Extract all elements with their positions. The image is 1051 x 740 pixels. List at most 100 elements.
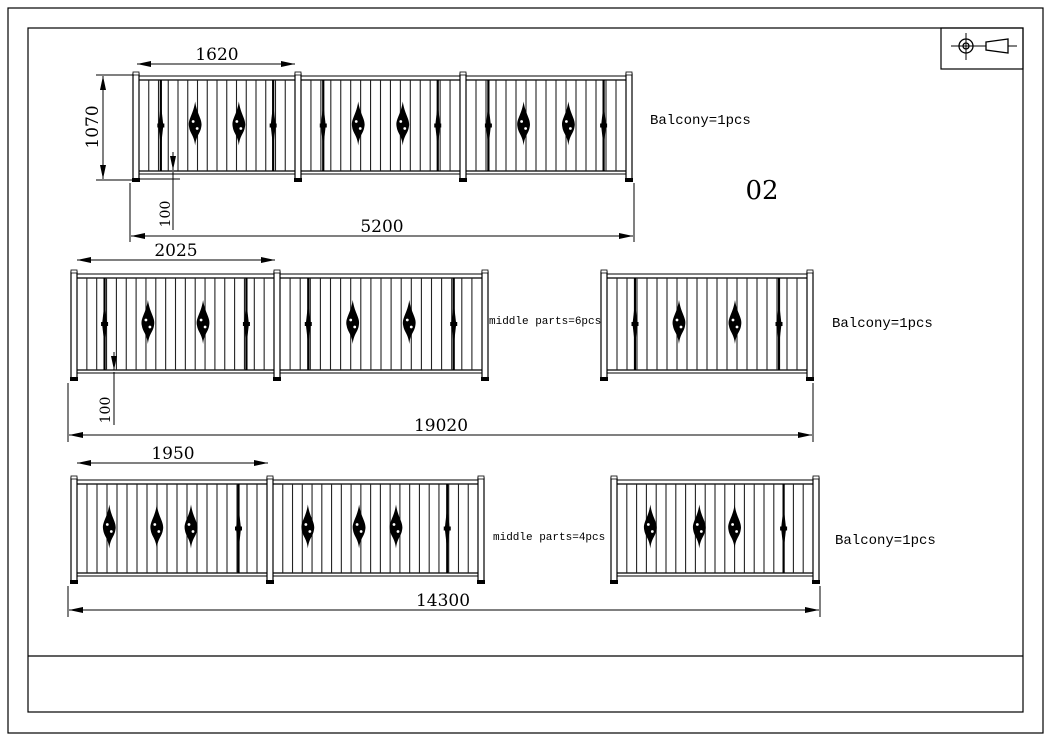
fence-panel bbox=[466, 75, 626, 175]
ornament-leaf bbox=[346, 300, 360, 344]
post-cap bbox=[273, 269, 281, 274]
fence-panel bbox=[607, 273, 807, 374]
sheet-number: 02 bbox=[745, 176, 778, 206]
fence-panel bbox=[139, 75, 295, 175]
dim-top-ground-gap: 100 bbox=[140, 152, 180, 230]
post-base bbox=[600, 377, 608, 381]
ornament-leaf bbox=[672, 300, 686, 344]
post-base bbox=[610, 580, 618, 584]
fence-drawings bbox=[70, 71, 820, 584]
fence-panel bbox=[77, 273, 274, 374]
baluster-knot bbox=[775, 322, 783, 326]
post-base bbox=[294, 178, 302, 182]
ornament-hole bbox=[359, 530, 363, 533]
post-cap bbox=[132, 71, 140, 76]
ornament-leaf bbox=[141, 300, 155, 344]
ornament-hole bbox=[304, 523, 308, 526]
fence-post bbox=[294, 73, 302, 182]
baluster-knot bbox=[631, 322, 639, 326]
ornament-hole bbox=[675, 318, 679, 322]
post-cap bbox=[70, 269, 78, 274]
ornament-hole bbox=[191, 530, 195, 533]
baluster-knot bbox=[269, 123, 277, 128]
ornament-hole bbox=[235, 120, 239, 123]
post-base bbox=[132, 178, 140, 182]
dim-label: 5200 bbox=[360, 217, 403, 237]
ornament-leaf bbox=[402, 300, 416, 344]
ornament-hole bbox=[355, 523, 359, 526]
ornament-hole bbox=[403, 127, 407, 130]
post-base bbox=[812, 580, 820, 584]
fence-panel bbox=[617, 479, 813, 577]
post-cap bbox=[812, 475, 820, 480]
fence-post bbox=[610, 477, 618, 584]
ornament-leaf bbox=[396, 101, 410, 146]
post-base bbox=[459, 178, 467, 182]
fence-post bbox=[70, 271, 78, 381]
ornament-hole bbox=[396, 530, 400, 533]
ornament-hole bbox=[735, 530, 738, 533]
fence-panel bbox=[273, 479, 478, 577]
ornament-hole bbox=[405, 318, 409, 322]
fence-post bbox=[459, 73, 467, 182]
ornament-leaf bbox=[351, 101, 365, 146]
post-base bbox=[70, 377, 78, 381]
ornament-hole bbox=[524, 127, 527, 130]
ornament-hole bbox=[144, 318, 148, 322]
dim-label: 14300 bbox=[416, 591, 470, 611]
baluster-knot bbox=[319, 123, 327, 128]
dim-top-total: 5200 bbox=[129, 183, 635, 242]
ornament-leaf bbox=[196, 300, 210, 344]
ornament-leaf bbox=[188, 101, 202, 146]
dim-label: 2025 bbox=[154, 241, 197, 261]
ornament-hole bbox=[731, 523, 734, 526]
dim-middle-ground-gap: 100 bbox=[98, 352, 117, 425]
dim-label: 100 bbox=[158, 201, 174, 228]
dim-middle-total: 19020 bbox=[67, 383, 814, 442]
ornament-hole bbox=[354, 120, 358, 123]
ornament-hole bbox=[349, 318, 353, 322]
dim-bottom-panel-width: 1950 bbox=[77, 444, 268, 466]
ornament-hole bbox=[109, 530, 113, 533]
baluster-knot bbox=[484, 123, 492, 128]
baluster-knot bbox=[242, 322, 250, 326]
ornament-leaf bbox=[728, 300, 742, 344]
baluster-knot bbox=[101, 322, 109, 326]
baluster-knot bbox=[450, 322, 458, 326]
fence-section bbox=[70, 269, 489, 381]
ornament-leaf bbox=[728, 504, 742, 549]
ornament-hole bbox=[195, 127, 199, 130]
dim-middle-panel-width: 2025 bbox=[77, 241, 275, 263]
dim-label: 1950 bbox=[151, 444, 194, 464]
ornament-hole bbox=[105, 523, 109, 526]
ornament-hole bbox=[520, 120, 523, 123]
ornament-hole bbox=[695, 523, 699, 526]
ornament-leaf bbox=[643, 504, 657, 549]
note-middle-balcony: Balcony=1pcs bbox=[832, 316, 933, 332]
fence-section bbox=[600, 269, 814, 381]
ornament-leaf bbox=[352, 504, 366, 549]
fence-section bbox=[70, 475, 485, 584]
fence-panel bbox=[280, 273, 482, 374]
ornament-leaf bbox=[517, 101, 531, 146]
post-cap bbox=[806, 269, 814, 274]
ornament-hole bbox=[409, 325, 413, 329]
fence-section bbox=[132, 71, 633, 182]
ornament-leaf bbox=[232, 101, 246, 146]
ornament-hole bbox=[679, 325, 683, 329]
fence-post bbox=[70, 477, 78, 584]
ornament-hole bbox=[646, 523, 650, 526]
ornament-leaf bbox=[561, 101, 575, 146]
dim-label: 1620 bbox=[195, 45, 238, 65]
fence-post bbox=[625, 73, 633, 182]
fence-post bbox=[273, 271, 281, 381]
post-cap bbox=[610, 475, 618, 480]
ornament-leaf bbox=[184, 504, 198, 549]
ornament-hole bbox=[239, 127, 243, 130]
baluster-knot bbox=[600, 123, 608, 128]
post-cap bbox=[481, 269, 489, 274]
post-base bbox=[70, 580, 78, 584]
ornament-hole bbox=[199, 318, 203, 322]
fence-panel bbox=[77, 479, 267, 577]
ornament-hole bbox=[358, 127, 362, 130]
